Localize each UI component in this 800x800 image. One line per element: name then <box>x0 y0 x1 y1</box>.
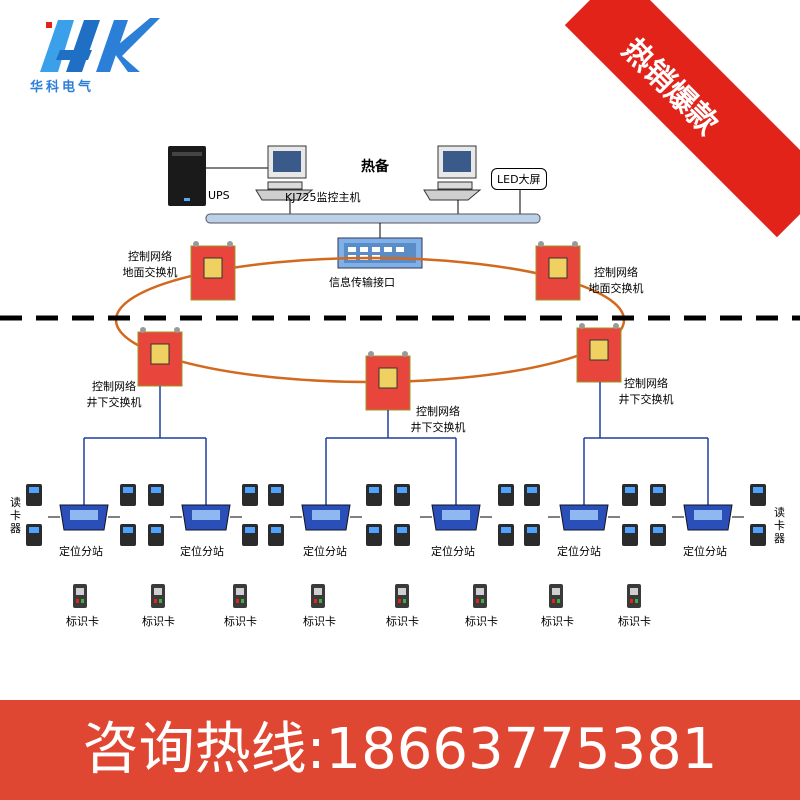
station-label-5: 定位分站 <box>557 545 601 558</box>
card-reader <box>394 524 410 546</box>
underground-switch-right <box>576 323 622 383</box>
id-card <box>311 584 325 608</box>
card-reader <box>650 484 666 506</box>
surface-switch-right-label: 控制网络地面交换机 <box>588 266 644 295</box>
positioning-station <box>672 504 744 531</box>
station-label-3: 定位分站 <box>303 545 347 558</box>
surface-switch-left <box>190 241 236 301</box>
card-group <box>73 584 641 608</box>
station-label-1: 定位分站 <box>59 545 103 558</box>
card-label-2: 标识卡 <box>142 615 175 628</box>
station-label-2: 定位分站 <box>180 545 224 558</box>
card-label-8: 标识卡 <box>618 615 651 628</box>
station-label-4: 定位分站 <box>431 545 475 558</box>
card-reader <box>650 524 666 546</box>
positioning-station <box>170 504 242 531</box>
reader-group <box>26 484 766 546</box>
reader-label-left: 读卡器 <box>10 496 21 535</box>
logo-name: 华科电气 <box>30 80 95 95</box>
positioning-station <box>290 504 362 531</box>
id-card <box>473 584 487 608</box>
card-reader <box>394 484 410 506</box>
card-reader <box>366 484 382 506</box>
card-label-4: 标识卡 <box>303 615 336 628</box>
card-label-3: 标识卡 <box>224 615 257 628</box>
id-card <box>151 584 165 608</box>
card-reader <box>498 484 514 506</box>
card-reader <box>750 524 766 546</box>
card-reader <box>622 524 638 546</box>
reader-label-right: 读卡器 <box>774 506 785 545</box>
card-reader <box>26 524 42 546</box>
transmission-interface-device <box>337 237 423 269</box>
station-group <box>48 504 744 531</box>
ups-unit <box>168 146 206 206</box>
surface-switch-right <box>535 241 581 301</box>
id-card <box>627 584 641 608</box>
card-reader <box>26 484 42 506</box>
card-reader <box>498 524 514 546</box>
card-label-7: 标识卡 <box>541 615 574 628</box>
underground-switch-left-label: 控制网络井下交换机 <box>86 380 142 409</box>
logo-graphic <box>40 18 160 72</box>
card-reader <box>148 484 164 506</box>
ups-label: UPS <box>208 189 230 202</box>
standby-computer <box>423 145 482 201</box>
card-reader <box>120 524 136 546</box>
surface-switch-left-label: 控制网络地面交换机 <box>122 250 178 279</box>
card-reader <box>268 484 284 506</box>
card-label-1: 标识卡 <box>66 615 99 628</box>
station-label-6: 定位分站 <box>683 545 727 558</box>
led-screen-label: LED大屏 <box>491 168 547 190</box>
underground-switch-middle <box>365 351 411 411</box>
id-card <box>549 584 563 608</box>
host-label: KJ725监控主机 <box>285 191 361 204</box>
underground-switch-left <box>137 327 183 387</box>
card-label-5: 标识卡 <box>386 615 419 628</box>
network-diagram <box>0 18 800 608</box>
card-reader <box>622 484 638 506</box>
card-reader <box>268 524 284 546</box>
card-reader <box>242 524 258 546</box>
positioning-station <box>420 504 492 531</box>
hotline-banner: 咨询热线:18663775381 <box>0 700 800 800</box>
interface-label: 信息传输接口 <box>329 276 395 289</box>
underground-switch-right-label: 控制网络井下交换机 <box>618 377 674 406</box>
card-reader <box>366 524 382 546</box>
hot-standby-label: 热备 <box>361 159 389 175</box>
card-reader <box>524 524 540 546</box>
id-card <box>395 584 409 608</box>
positioning-station <box>548 504 620 531</box>
card-reader <box>242 484 258 506</box>
card-reader <box>120 484 136 506</box>
id-card <box>73 584 87 608</box>
server-bus <box>205 213 541 224</box>
card-reader <box>148 524 164 546</box>
positioning-station <box>48 504 120 531</box>
card-label-6: 标识卡 <box>465 615 498 628</box>
card-reader <box>750 484 766 506</box>
host-computer <box>255 145 314 201</box>
underground-switch-middle-label: 控制网络井下交换机 <box>410 405 466 434</box>
hotline-text: 咨询热线:18663775381 <box>82 717 718 782</box>
trunk-lines <box>83 382 709 505</box>
id-card <box>233 584 247 608</box>
card-reader <box>524 484 540 506</box>
